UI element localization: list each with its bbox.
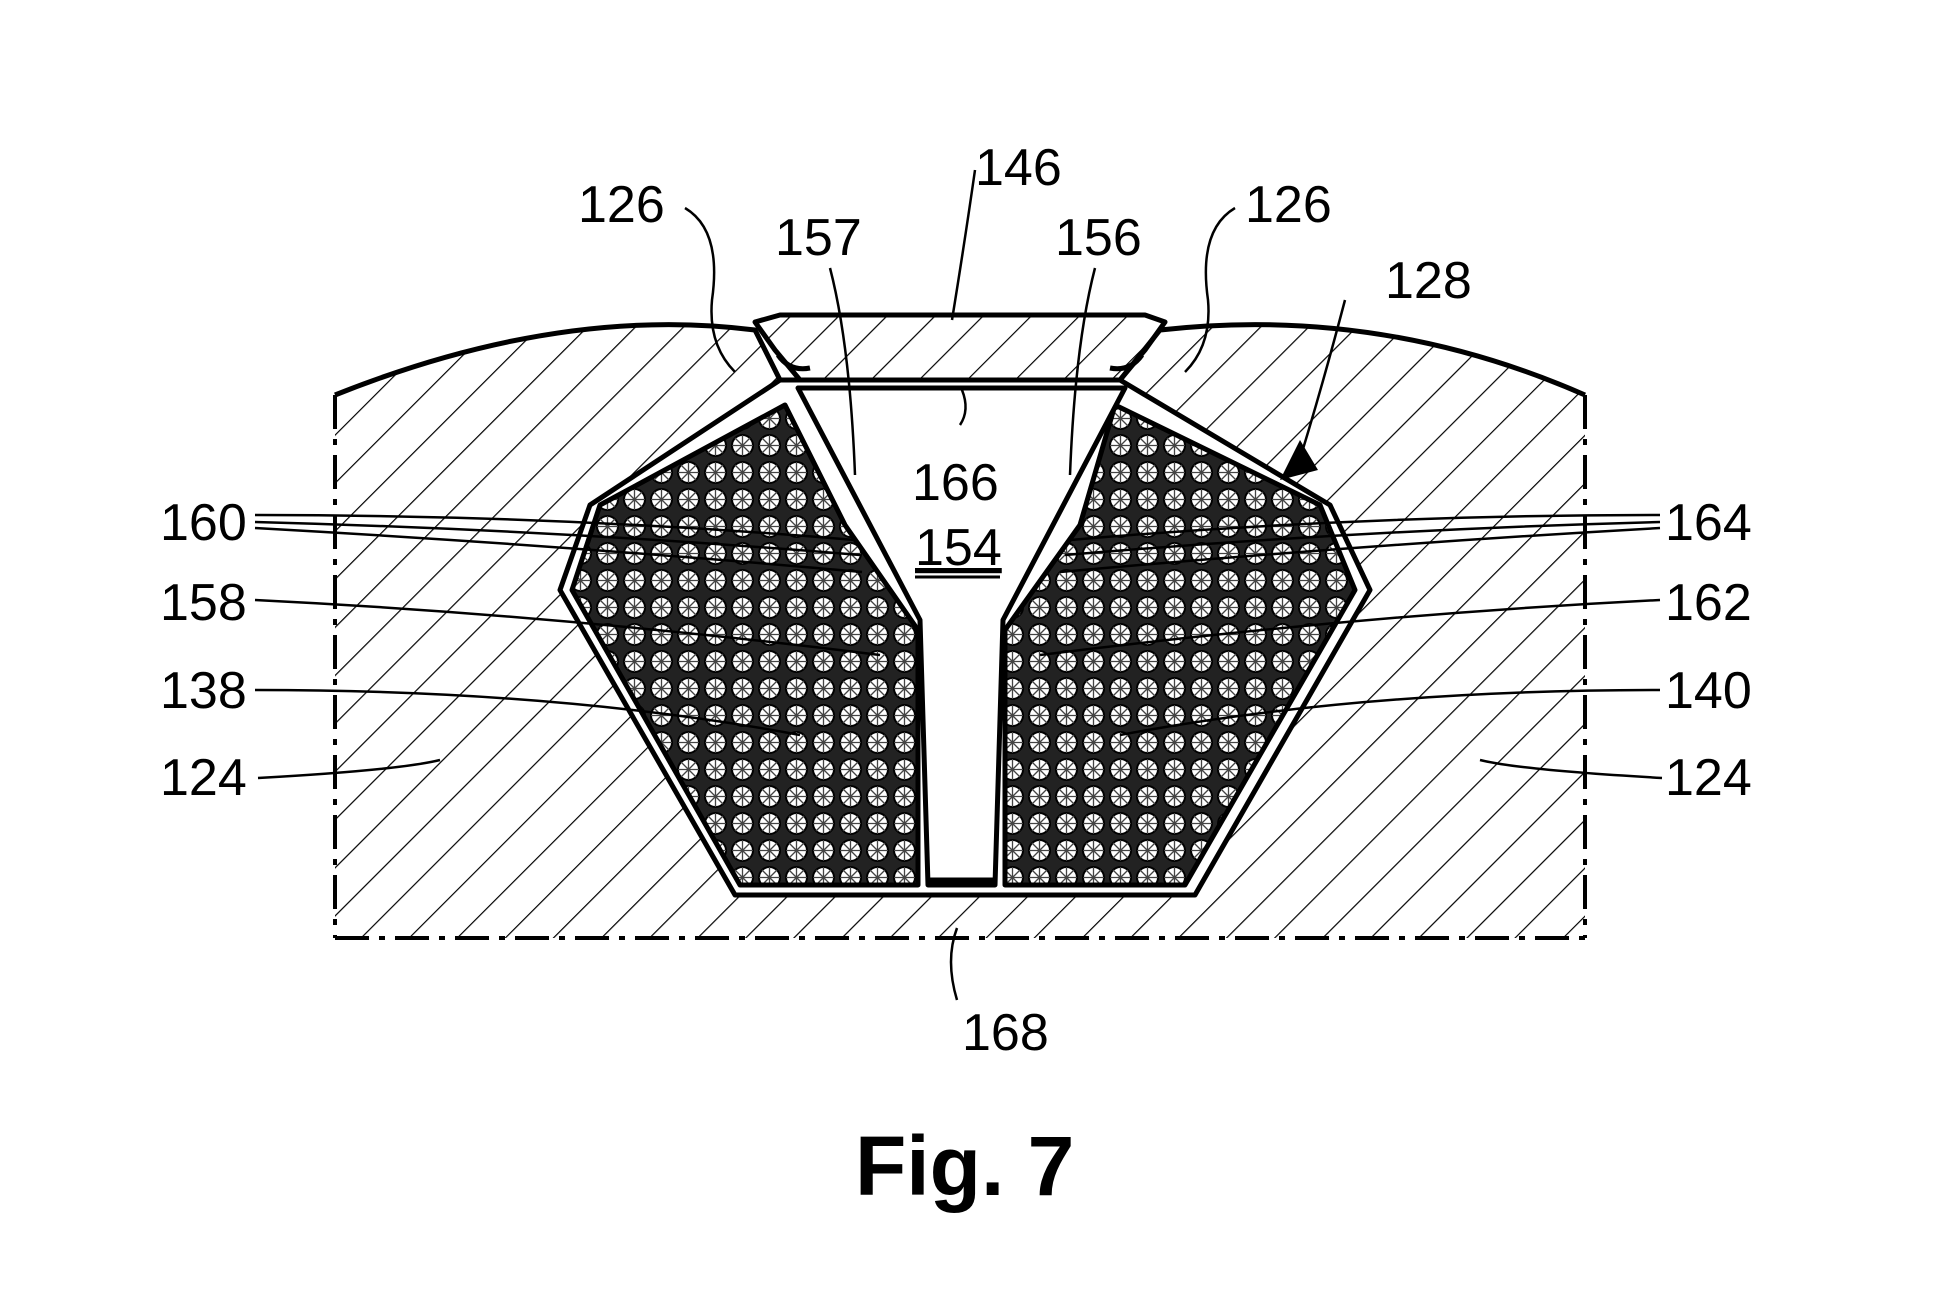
label-158: 158	[160, 574, 247, 632]
label-162: 162	[1665, 574, 1752, 632]
label-160: 160	[160, 494, 247, 552]
label-128: 128	[1385, 252, 1472, 310]
label-154: 154	[915, 519, 1002, 577]
label-126-right: 126	[1245, 176, 1332, 234]
label-146: 146	[975, 139, 1062, 197]
label-156: 156	[1055, 209, 1142, 267]
label-126-left: 126	[578, 176, 665, 234]
label-166: 166	[912, 454, 999, 512]
label-138: 138	[160, 662, 247, 720]
figure-caption: Fig. 7	[855, 1119, 1074, 1213]
label-140: 140	[1665, 662, 1752, 720]
label-124-right: 124	[1665, 749, 1752, 807]
slot-wedge	[752, 312, 1168, 383]
label-164: 164	[1665, 494, 1752, 552]
label-124-left: 124	[160, 749, 247, 807]
leader-lines	[254, 169, 1663, 1001]
label-157: 157	[775, 209, 862, 267]
slot-channel	[795, 385, 1128, 888]
label-168: 168	[962, 1004, 1049, 1062]
